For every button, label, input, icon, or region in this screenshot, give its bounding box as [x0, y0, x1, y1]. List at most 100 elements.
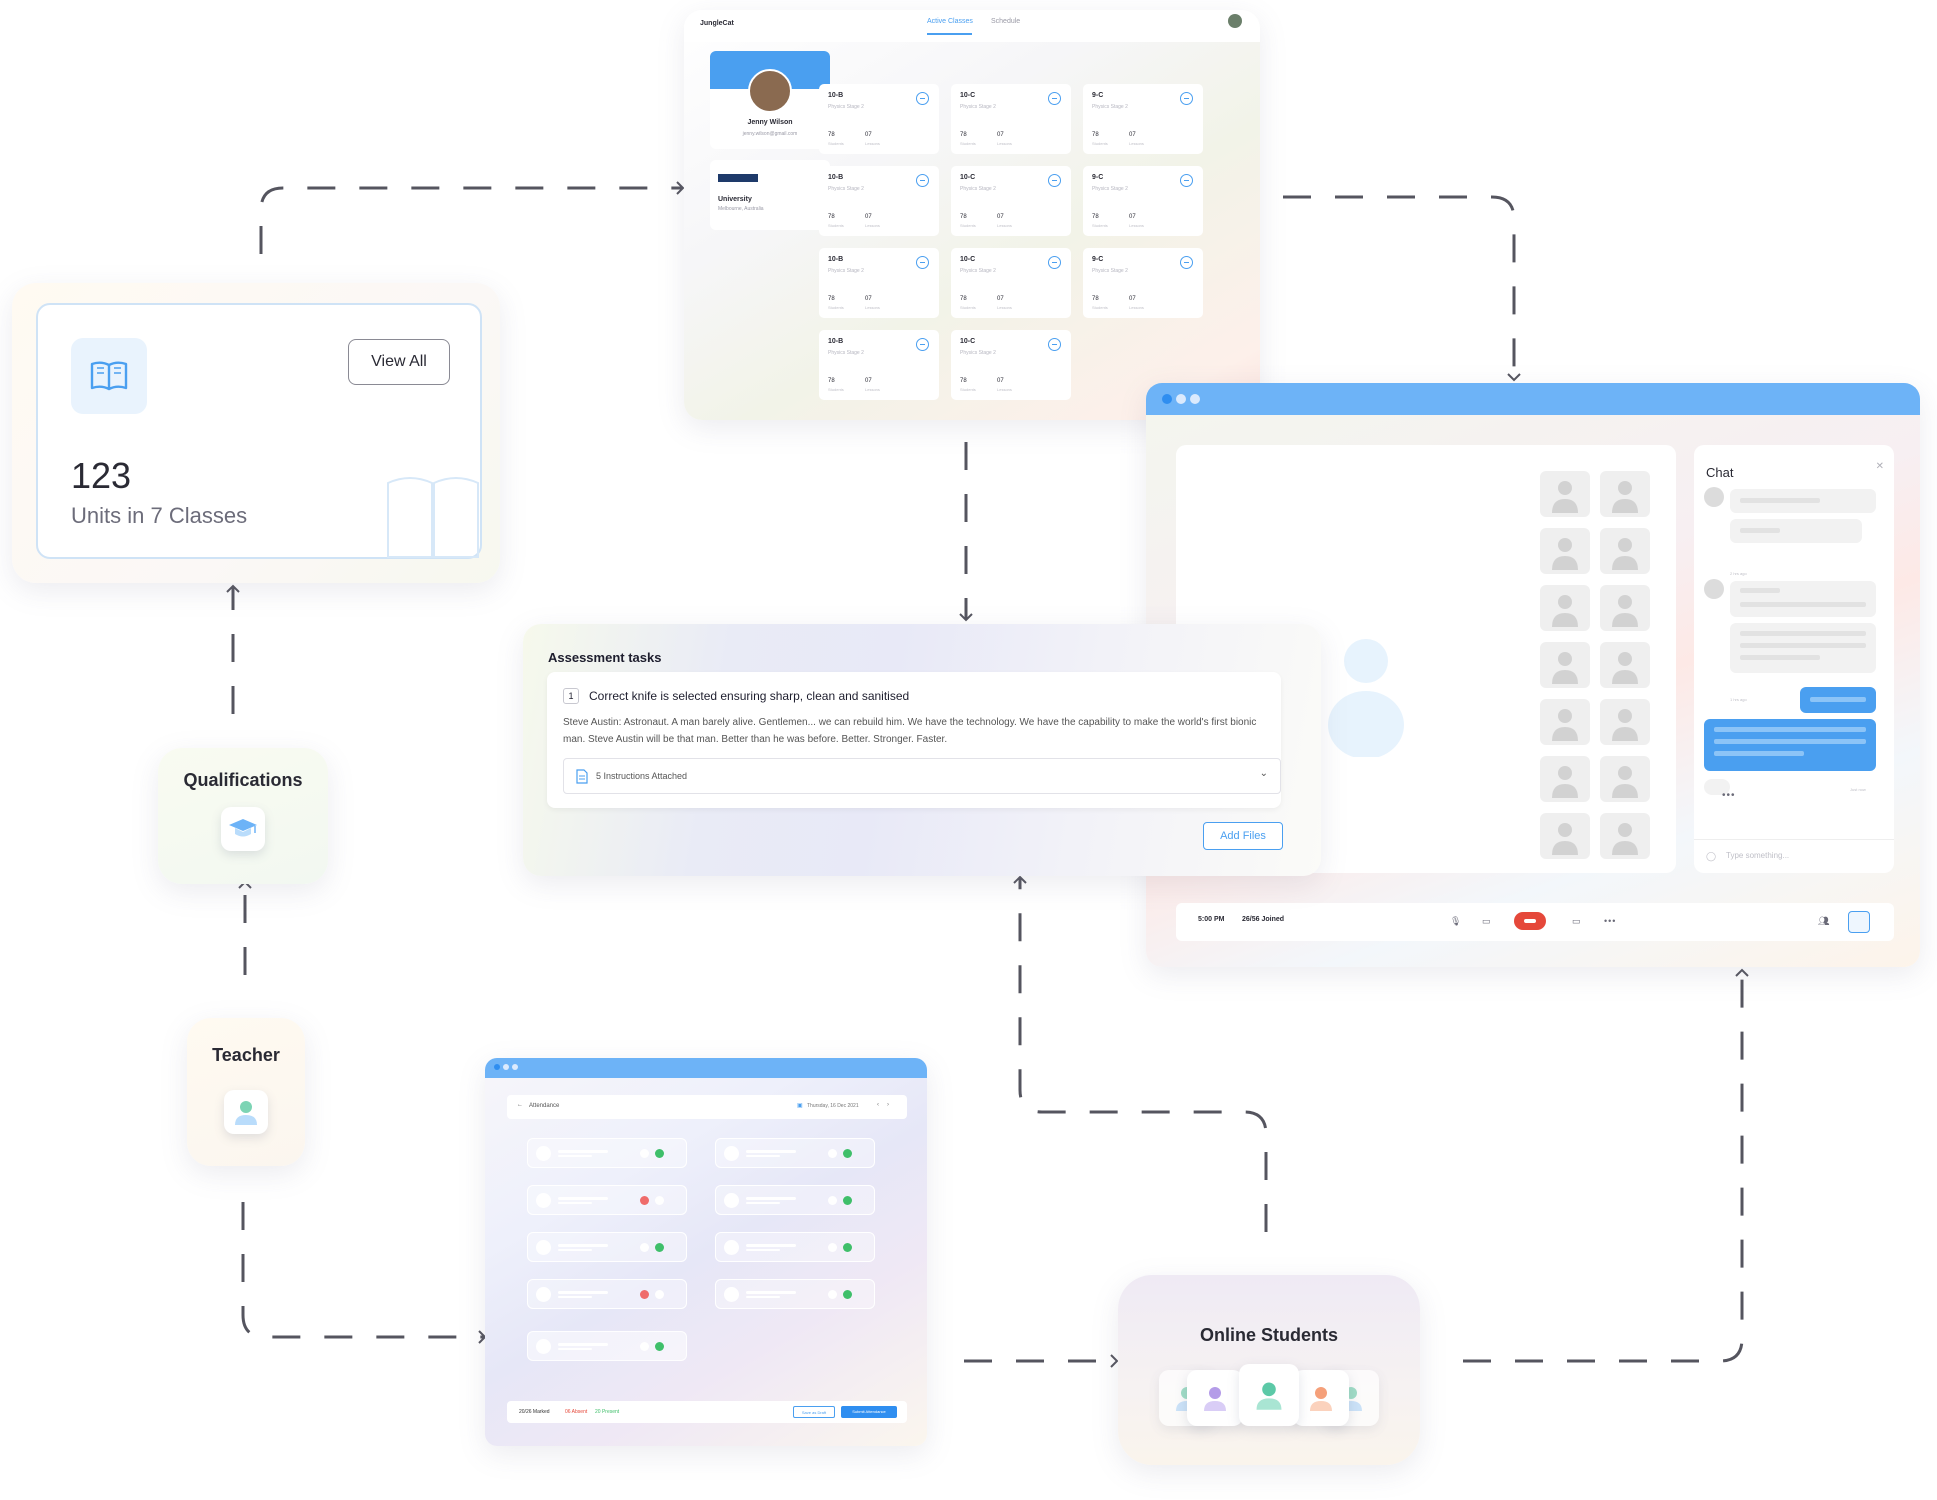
add-files-button[interactable]: Add Files	[1203, 822, 1283, 850]
participant-tile[interactable]	[1540, 756, 1590, 802]
arrow-right-icon[interactable]	[916, 92, 929, 105]
participant-tile[interactable]	[1600, 528, 1650, 574]
absent-toggle-icon[interactable]	[640, 1290, 649, 1299]
chevron-down-icon[interactable]: ⌄	[1259, 768, 1268, 779]
participant-avatar-icon	[1552, 823, 1578, 855]
end-call-button[interactable]	[1514, 912, 1546, 930]
absent-toggle-icon[interactable]	[640, 1243, 649, 1252]
tab-active-classes[interactable]: Active Classes	[927, 18, 973, 25]
student-attendance-row[interactable]	[715, 1185, 875, 1215]
student-avatar	[724, 1240, 739, 1255]
arrow-right-icon[interactable]	[1180, 174, 1193, 187]
present-toggle-icon[interactable]	[843, 1149, 852, 1158]
mic-icon[interactable]: 🎙︎	[1450, 916, 1462, 926]
instructions-dropdown[interactable]: 5 Instructions Attached ⌄	[563, 758, 1281, 794]
present-toggle-icon[interactable]	[655, 1196, 664, 1205]
tab-schedule[interactable]: Schedule	[991, 18, 1021, 25]
arrow-right-icon[interactable]	[916, 174, 929, 187]
absent-toggle-icon[interactable]	[640, 1149, 649, 1158]
student-attendance-row[interactable]	[527, 1331, 687, 1361]
arrow-right-icon[interactable]	[1048, 174, 1061, 187]
participant-tile[interactable]	[1540, 642, 1590, 688]
present-toggle-icon[interactable]	[655, 1149, 664, 1158]
present-toggle-icon[interactable]	[843, 1196, 852, 1205]
absent-toggle-icon[interactable]	[828, 1290, 837, 1299]
present-toggle-icon[interactable]	[843, 1290, 852, 1299]
student-attendance-row[interactable]	[527, 1185, 687, 1215]
user-avatar[interactable]	[1228, 14, 1242, 28]
student-attendance-row[interactable]	[715, 1279, 875, 1309]
absent-toggle-icon[interactable]	[828, 1243, 837, 1252]
present-toggle-icon[interactable]	[655, 1342, 664, 1351]
participant-tile[interactable]	[1540, 471, 1590, 517]
absent-toggle-icon[interactable]	[828, 1149, 837, 1158]
arrow-right-icon[interactable]	[1048, 338, 1061, 351]
close-icon[interactable]: ✕	[1875, 461, 1884, 472]
student-attendance-row[interactable]	[715, 1232, 875, 1262]
class-name: 9-C	[1092, 92, 1104, 99]
next-date-icon[interactable]: ›	[887, 1102, 889, 1108]
chat-toggle-icon[interactable]	[1848, 911, 1870, 933]
participant-tile[interactable]	[1600, 585, 1650, 631]
student-attendance-row[interactable]	[527, 1279, 687, 1309]
chat-panel: Chat ✕ 2 hrs ago 1 hrs ago Just now ••• …	[1694, 445, 1894, 873]
chat-input[interactable]: Type something...	[1726, 851, 1790, 860]
participant-tile[interactable]	[1600, 642, 1650, 688]
view-all-button[interactable]: View All	[348, 339, 450, 385]
call-time: 5:00 PM	[1198, 916, 1225, 923]
participant-tile[interactable]	[1540, 585, 1590, 631]
arrow-right-icon[interactable]	[1048, 256, 1061, 269]
participant-tile[interactable]	[1540, 813, 1590, 859]
camera-icon[interactable]: ▭	[1482, 916, 1491, 926]
window-dot[interactable]	[1162, 394, 1172, 404]
window-dot[interactable]	[503, 1064, 509, 1070]
absent-toggle-icon[interactable]	[640, 1342, 649, 1351]
student-attendance-row[interactable]	[527, 1232, 687, 1262]
more-options-icon[interactable]: •••	[1604, 916, 1617, 926]
students-count: 78	[960, 132, 967, 138]
present-toggle-icon[interactable]	[843, 1243, 852, 1252]
absent-toggle-icon[interactable]	[640, 1196, 649, 1205]
window-dot[interactable]	[1190, 394, 1200, 404]
arrow-right-icon[interactable]	[916, 338, 929, 351]
back-arrow-icon[interactable]: ←	[517, 1102, 523, 1108]
participant-tile[interactable]	[1600, 756, 1650, 802]
participants-icon[interactable]: 👥︎	[1818, 916, 1830, 926]
arrow-right-icon[interactable]	[1180, 256, 1193, 269]
students-count: 78	[828, 378, 835, 384]
prev-date-icon[interactable]: ‹	[877, 1102, 879, 1108]
absent-toggle-icon[interactable]	[828, 1196, 837, 1205]
window-dot[interactable]	[494, 1064, 500, 1070]
window-dot[interactable]	[512, 1064, 518, 1070]
present-toggle-icon[interactable]	[655, 1243, 664, 1252]
student-attendance-row[interactable]	[715, 1138, 875, 1168]
submit-attendance-button[interactable]: Submit Attendance	[841, 1406, 897, 1418]
arrow-right-icon[interactable]	[916, 256, 929, 269]
participant-tile[interactable]	[1600, 699, 1650, 745]
arrow-right-icon[interactable]	[1048, 92, 1061, 105]
more-icon[interactable]: •••	[1722, 790, 1736, 801]
participant-tile[interactable]	[1540, 699, 1590, 745]
participant-tile[interactable]	[1540, 528, 1590, 574]
save-draft-button[interactable]: Save as Draft	[793, 1406, 835, 1418]
screen-share-icon[interactable]: ▭	[1572, 916, 1581, 926]
arrow-right-icon[interactable]	[1180, 92, 1193, 105]
student-attendance-row[interactable]	[527, 1138, 687, 1168]
present-toggle-icon[interactable]	[655, 1290, 664, 1299]
window-dot[interactable]	[1176, 394, 1186, 404]
participant-tile[interactable]	[1600, 813, 1650, 859]
qualifications-label: Qualifications	[183, 770, 303, 790]
participant-tile[interactable]	[1600, 471, 1650, 517]
